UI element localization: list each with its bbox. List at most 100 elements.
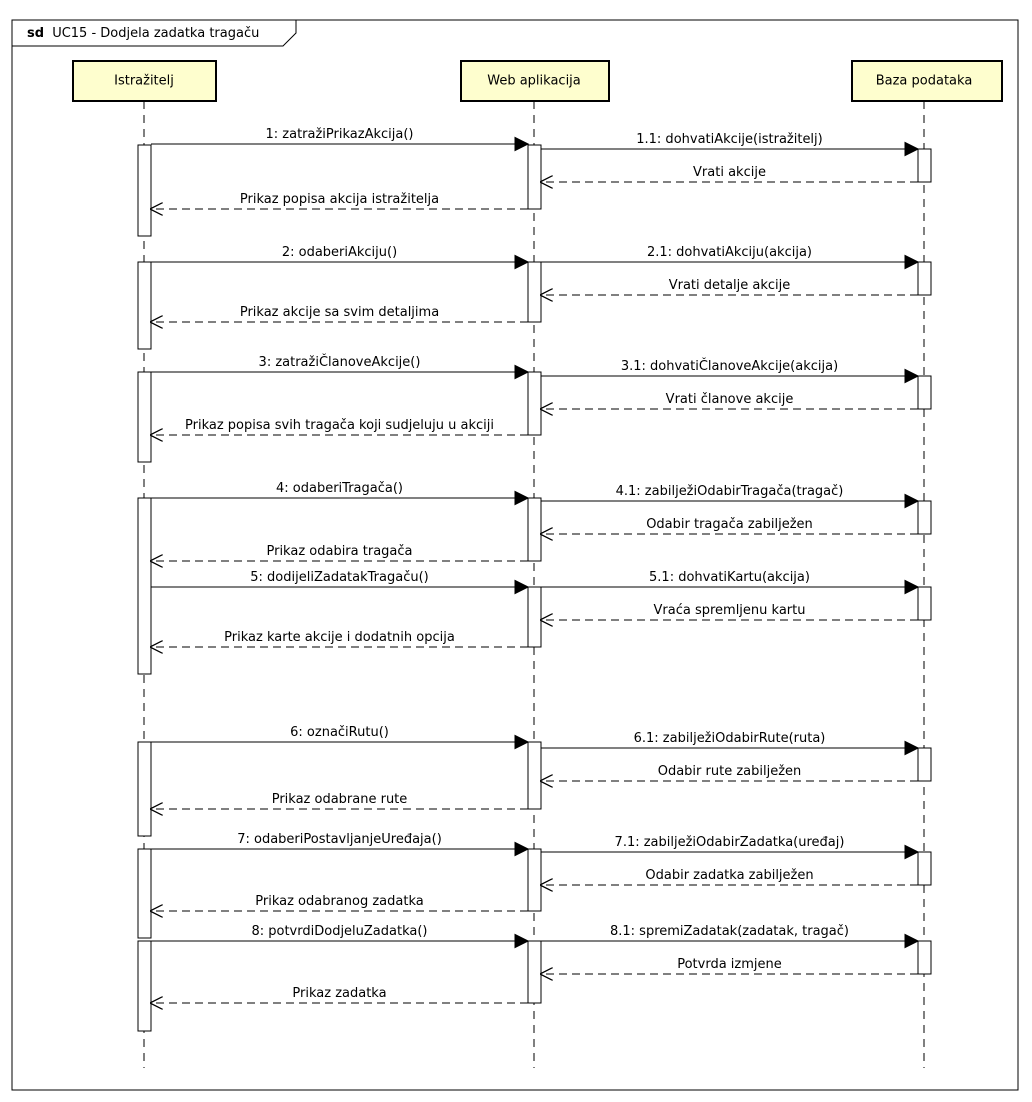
message-20-label: Prikaz karte akcije i dodatnih opcija: [224, 630, 455, 645]
message-12: Prikaz popisa svih tragača koji sudjeluj…: [151, 418, 528, 435]
message-13: 4: odaberiTragača(): [151, 481, 530, 506]
message-7: Vrati detalje akcije: [541, 278, 918, 295]
message-3-label: Vrati akcije: [693, 165, 766, 180]
activation-web-6: [527, 741, 542, 810]
participant-web: Web aplikacija: [460, 60, 610, 102]
activation-baza-7: [917, 851, 932, 886]
activation-web-1: [527, 144, 542, 210]
message-32: Prikaz zadatka: [151, 986, 528, 1003]
activation-istrazitelj-6: [137, 848, 152, 939]
activation-baza-4: [917, 500, 932, 535]
message-28-label: Prikaz odabranog zadatka: [255, 894, 423, 909]
message-17: 5: dodijeliZadatakTragaču(): [151, 570, 530, 595]
message-21: 6: označiRutu(): [151, 725, 530, 750]
message-19: Vraća spremljenu kartu: [541, 603, 918, 620]
activation-baza-6: [917, 747, 932, 782]
participant-istrazitelj-label: Istražitelj: [114, 74, 174, 89]
message-27-label: Odabir zadatka zabilježen: [645, 868, 813, 883]
message-18-label: 5.1: dohvatiKartu(akcija): [649, 570, 810, 585]
participant-baza: Baza podataka: [851, 60, 1003, 102]
activations: [137, 144, 932, 1032]
message-31-label: Potvrda izmjene: [677, 957, 782, 972]
message-19-label: Vraća spremljenu kartu: [654, 603, 806, 618]
message-14-label: 4.1: zabilježiOdabirTragača(tragač): [616, 484, 844, 499]
activation-istrazitelj-7: [137, 940, 152, 1032]
message-22: 6.1: zabilježiOdabirRute(ruta): [541, 731, 920, 756]
message-20: Prikaz karte akcije i dodatnih opcija: [151, 630, 528, 647]
message-14: 4.1: zabilježiOdabirTragača(tragač): [541, 484, 920, 509]
message-30: 8.1: spremiZadatak(zadatak, tragač): [541, 924, 920, 949]
message-24: Prikaz odabrane rute: [151, 792, 528, 809]
message-17-label: 5: dodijeliZadatakTragaču(): [250, 570, 428, 585]
message-2: 1.1: dohvatiAkcije(istražitelj): [541, 132, 920, 157]
message-6-label: 2.1: dohvatiAkciju(akcija): [647, 245, 812, 260]
message-26-label: 7.1: zabilježiOdabirZadatka(uređaj): [615, 835, 845, 850]
message-23-label: Odabir rute zabilježen: [658, 764, 802, 779]
participant-baza-label: Baza podataka: [876, 74, 973, 89]
activation-istrazitelj-2: [137, 261, 152, 350]
message-1-label: 1: zatražiPrikazAkcija(): [266, 127, 414, 142]
activation-web-4: [527, 497, 542, 562]
activation-baza-3: [917, 375, 932, 410]
activation-istrazitelj-5: [137, 741, 152, 837]
message-23: Odabir rute zabilježen: [541, 764, 918, 781]
activation-istrazitelj-1: [137, 144, 152, 237]
message-25-label: 7: odaberiPostavljanjeUređaja(): [237, 832, 442, 847]
diagram-frame: [11, 19, 1019, 1091]
activation-web-2: [527, 261, 542, 323]
activation-baza-5: [917, 586, 932, 621]
message-15: Odabir tragača zabilježen: [541, 517, 918, 534]
message-4-label: Prikaz popisa akcija istražitelja: [240, 192, 439, 207]
message-16: Prikaz odabira tragača: [151, 544, 528, 561]
message-5: 2: odaberiAkciju(): [151, 245, 530, 270]
diagram-title-text: UC15 - Dodjela zadatka tragaču: [52, 26, 259, 41]
message-18: 5.1: dohvatiKartu(akcija): [541, 570, 920, 595]
message-7-label: Vrati detalje akcije: [669, 278, 791, 293]
diagram-keyword: sd: [27, 26, 44, 41]
message-9: 3: zatražiČlanoveAkcije(): [151, 354, 530, 380]
message-27: Odabir zadatka zabilježen: [541, 868, 918, 885]
message-1: 1: zatražiPrikazAkcija(): [151, 127, 530, 152]
messages: 1: zatražiPrikazAkcija() 1.1: dohvatiAkci…: [151, 127, 920, 1003]
participant-web-label: Web aplikacija: [487, 74, 581, 89]
message-6: 2.1: dohvatiAkciju(akcija): [541, 245, 920, 270]
message-10-label: 3.1: dohvatiČlanoveAkcije(akcija): [621, 358, 838, 374]
message-12-label: Prikaz popisa svih tragača koji sudjeluj…: [185, 418, 494, 433]
message-25: 7: odaberiPostavljanjeUređaja(): [151, 832, 530, 857]
message-5-label: 2: odaberiAkciju(): [282, 245, 397, 260]
message-29-label: 8: potvrdiDodjeluZadatka(): [251, 924, 427, 939]
message-2-label: 1.1: dohvatiAkcije(istražitelj): [636, 132, 822, 147]
diagram-title-tab: [11, 20, 297, 47]
message-26: 7.1: zabilježiOdabirZadatka(uređaj): [541, 835, 920, 860]
activation-baza-8: [917, 940, 932, 975]
message-24-label: Prikaz odabrane rute: [272, 792, 408, 807]
message-3: Vrati akcije: [541, 165, 918, 182]
message-30-label: 8.1: spremiZadatak(zadatak, tragač): [610, 924, 849, 939]
activation-istrazitelj-3: [137, 371, 152, 463]
message-22-label: 6.1: zabilježiOdabirRute(ruta): [634, 731, 826, 746]
message-9-label: 3: zatražiČlanoveAkcije(): [259, 354, 421, 370]
activation-web-3: [527, 371, 542, 436]
message-31: Potvrda izmjene: [541, 957, 918, 974]
message-11-label: Vrati članove akcije: [666, 392, 794, 407]
message-10: 3.1: dohvatiČlanoveAkcije(akcija): [541, 358, 920, 384]
message-21-label: 6: označiRutu(): [290, 725, 389, 740]
message-32-label: Prikaz zadatka: [292, 986, 386, 1001]
activation-baza-1: [917, 148, 932, 183]
diagram-title: sd UC15 - Dodjela zadatka tragaču: [27, 26, 259, 41]
message-11: Vrati članove akcije: [541, 392, 918, 409]
activation-web-5: [527, 586, 542, 648]
message-13-label: 4: odaberiTragača(): [276, 481, 403, 496]
message-15-label: Odabir tragača zabilježen: [646, 517, 813, 532]
message-28: Prikaz odabranog zadatka: [151, 894, 528, 911]
activation-web-8: [527, 940, 542, 1004]
message-8-label: Prikaz akcije sa svim detaljima: [240, 305, 439, 320]
activation-istrazitelj-4: [137, 497, 152, 675]
activation-web-7: [527, 848, 542, 912]
participant-istrazitelj: Istražitelj: [72, 60, 217, 102]
message-29: 8: potvrdiDodjeluZadatka(): [151, 924, 530, 949]
activation-baza-2: [917, 261, 932, 296]
message-4: Prikaz popisa akcija istražitelja: [151, 192, 528, 209]
message-16-label: Prikaz odabira tragača: [266, 544, 412, 559]
